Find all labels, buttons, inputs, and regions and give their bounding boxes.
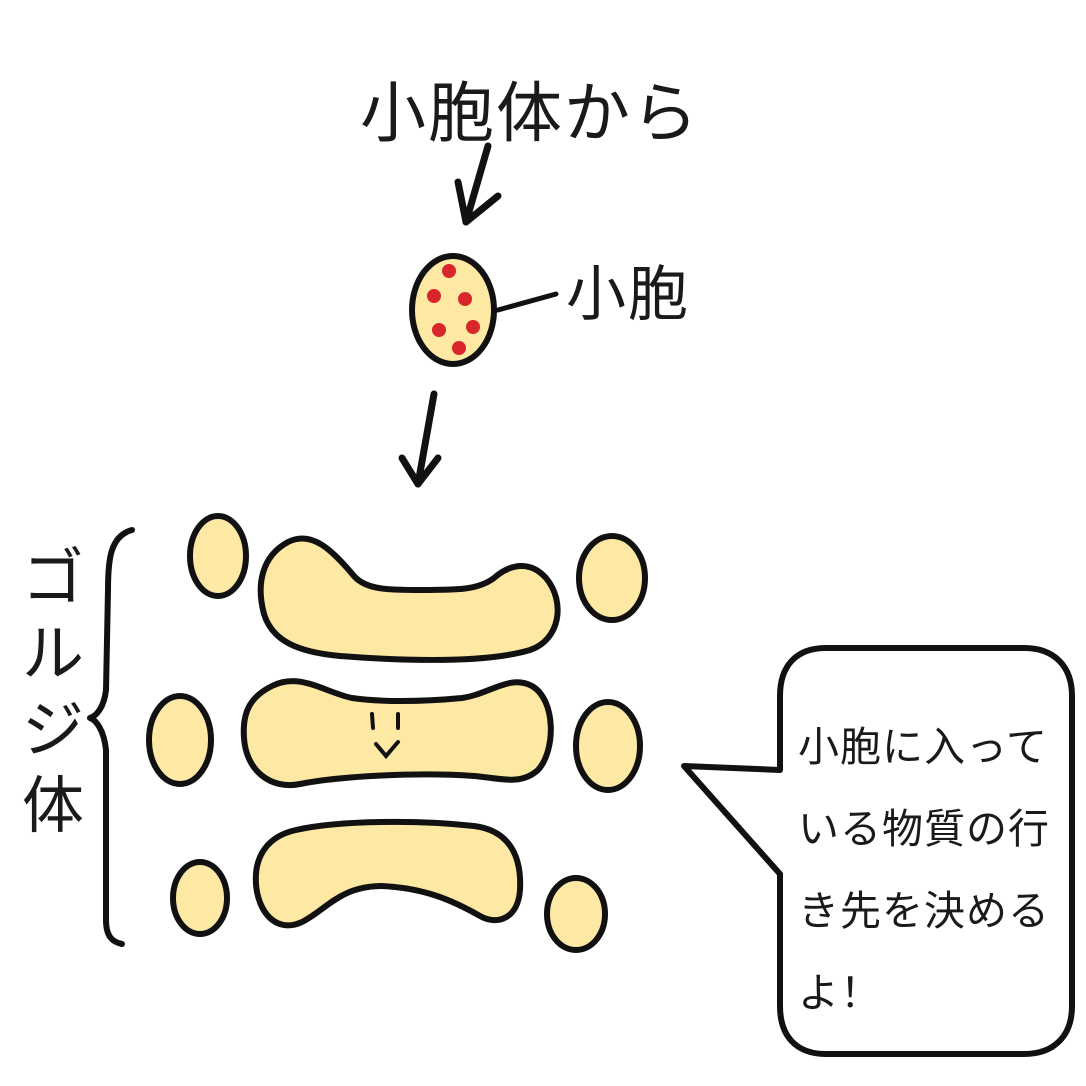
- cargo-dot: [452, 341, 466, 355]
- side-vesicle: [544, 875, 608, 953]
- side-vesicle: [573, 699, 643, 793]
- side-vesicle: [146, 693, 214, 787]
- side-vesicle: [576, 533, 648, 623]
- cargo-dot: [442, 264, 456, 278]
- speech-bubble-text: 小胞に入っている物質の行き先を決めるよ！: [798, 723, 1050, 1017]
- vesicle: [409, 253, 497, 367]
- source-label: 小胞体から: [360, 75, 700, 152]
- down-arrow-icon: [398, 390, 442, 488]
- golgi-label: ゴルジ体: [21, 541, 84, 842]
- cargo-dot: [458, 292, 472, 306]
- vesicle-label: 小胞: [566, 260, 690, 330]
- vesicle-leader-line: [495, 291, 559, 313]
- side-vesicle: [170, 859, 230, 937]
- cargo-dot: [432, 323, 446, 337]
- side-vesicle: [187, 513, 249, 599]
- cisterna-top: [257, 535, 561, 663]
- cargo-dot: [427, 289, 441, 303]
- golgi-cisternae: [240, 535, 561, 929]
- cargo-dot: [466, 320, 480, 334]
- cisterna-bottom: [252, 818, 524, 929]
- speech-bubble: [681, 645, 1075, 1057]
- golgi-brace: [87, 527, 135, 947]
- smiley-face-icon: [370, 712, 400, 760]
- vesicle-membrane: [409, 253, 497, 367]
- down-arrow-icon: [454, 142, 502, 226]
- golgi-side-vesicles: [146, 513, 648, 953]
- cisterna-middle: [240, 678, 554, 789]
